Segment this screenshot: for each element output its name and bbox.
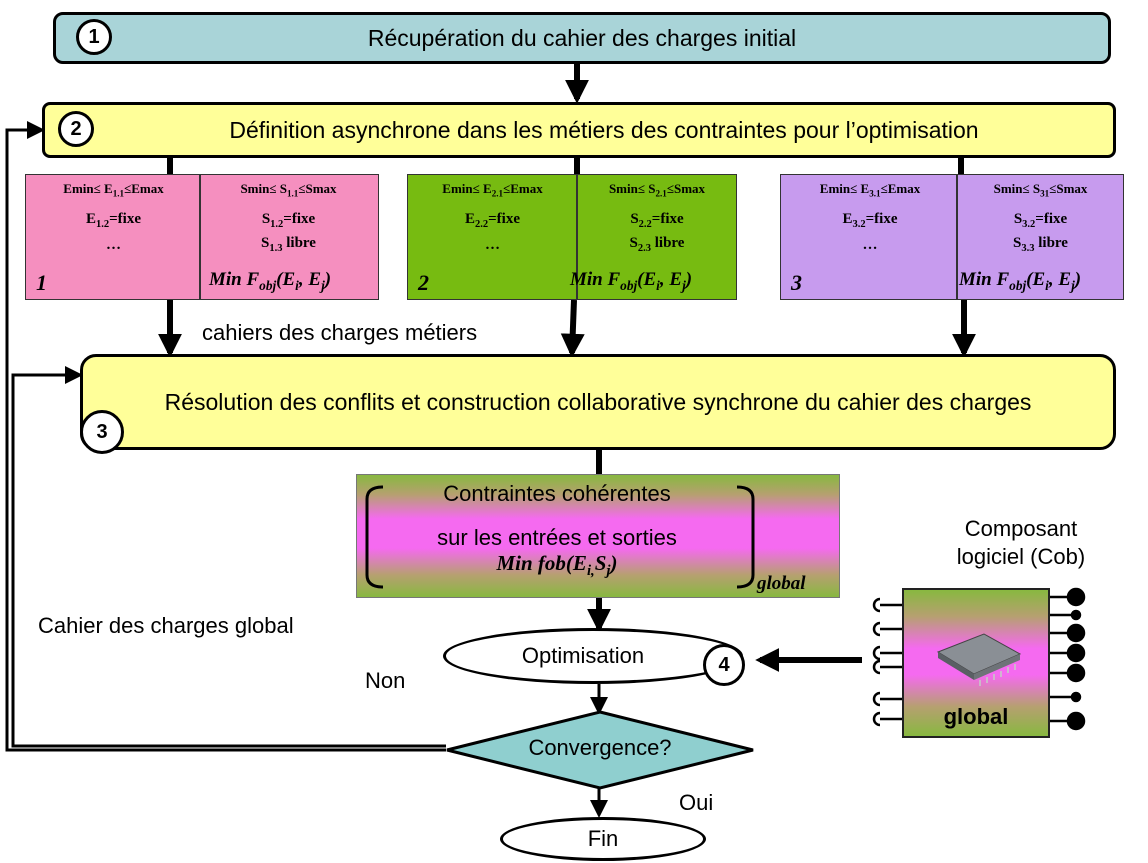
- metier2-left-line3: …: [485, 237, 500, 253]
- convergence-node: [446, 710, 754, 790]
- metier3-divider: [956, 175, 958, 299]
- non-label: Non: [365, 668, 406, 693]
- right-bracket-icon: [736, 485, 755, 589]
- convergence-label: Convergence?: [528, 735, 672, 760]
- step2-box: Définition asynchrone dans les métiers d…: [42, 102, 1116, 158]
- metier3-left-line1: Emin≤ E3.1≤Emax: [819, 181, 921, 199]
- step3-box: Résolution des conflits et construction …: [80, 354, 1116, 450]
- step3-label: Résolution des conflits et construction …: [164, 389, 1032, 415]
- metier2-right-line2: S2.2=fixe: [630, 211, 684, 230]
- metier2-divider: [576, 175, 578, 299]
- metier3-left-line2: E3.2=fixe: [842, 211, 898, 230]
- metier3-min: Min Fobj(Ei, Ej): [959, 269, 1082, 293]
- metier1-right-line2: S1.2=fixe: [261, 211, 316, 230]
- fin-node: Fin: [500, 817, 706, 861]
- metier2-number: 2: [418, 270, 429, 295]
- metier3-number: 3: [791, 270, 802, 295]
- left-bracket-icon: [365, 485, 384, 589]
- component-pins: [872, 587, 1086, 731]
- metier1-min: Min Fobj(Ei, Ej): [209, 269, 332, 293]
- step1-box: Récupération du cahier des charges initi…: [53, 12, 1111, 64]
- optimisation-label: Optimisation: [521, 643, 645, 668]
- fin-label: Fin: [587, 826, 619, 851]
- metier1-left-line2: E1.2=fixe: [85, 211, 141, 230]
- global-min: Min fob(Ei,Sj): [496, 551, 618, 580]
- global-line2: sur les entrées et sorties: [437, 525, 677, 550]
- metier2-left-line2: E2.2=fixe: [464, 211, 520, 230]
- metier2-right-line3: S2.3 libre: [629, 235, 685, 254]
- metier1-right-line3: S1.3 libre: [261, 235, 316, 254]
- step2-number: 2: [58, 111, 94, 147]
- metier1-divider: [199, 175, 201, 299]
- metier3-right-line1: Smin≤ S31≤Smax: [993, 181, 1088, 199]
- global-tag: global: [757, 573, 806, 594]
- step1-label: Récupération du cahier des charges initi…: [367, 24, 797, 51]
- cahier-global-label: Cahier des charges global: [38, 613, 294, 638]
- oui-label: Oui: [679, 790, 714, 815]
- metier2-right-line1: Smin≤ S2.1≤Smax: [608, 181, 706, 199]
- component-body: global: [902, 588, 1050, 738]
- component-label: global: [943, 704, 1009, 729]
- component-title: Composant logiciel (Cob): [956, 516, 1086, 569]
- metier3-box: Emin≤ E3.1≤Emax E3.2=fixe … Smin≤ S31≤Sm…: [780, 174, 1124, 300]
- metier2-min: Min Fobj(Ei, Ej): [570, 269, 693, 293]
- step2-label: Définition asynchrone dans les métiers d…: [229, 116, 979, 143]
- global-constraints-box: Contraintes cohérentes sur les entrées e…: [356, 474, 840, 598]
- metier1-box: Emin≤ E1.1≤Emax E1.2=fixe … Smin≤ S1.1≤S…: [25, 174, 379, 300]
- metier1-left-line1: Emin≤ E1.1≤Emax: [63, 181, 164, 199]
- metier3-right-line2: S3.2=fixe: [1013, 211, 1068, 230]
- optimisation-node: Optimisation: [443, 628, 743, 684]
- step1-number: 1: [76, 19, 112, 55]
- metier1-number: 1: [36, 270, 47, 295]
- metier2-left-line1: Emin≤ E2.1≤Emax: [442, 181, 543, 199]
- metier1-left-line3: …: [106, 237, 121, 253]
- metier2-box: Emin≤ E2.1≤Emax E2.2=fixe … Smin≤ S2.1≤S…: [407, 174, 737, 300]
- cahiers-metiers-label: cahiers des charges métiers: [202, 320, 478, 345]
- step4-number: 4: [703, 644, 745, 686]
- step3-number: 3: [80, 410, 124, 454]
- global-line1: Contraintes cohérentes: [443, 481, 671, 506]
- metier3-right-line3: S3.3 libre: [1013, 235, 1068, 254]
- metier1-right-line1: Smin≤ S1.1≤Smax: [240, 181, 337, 199]
- chip-icon: [936, 633, 1022, 686]
- metier3-left-line3: …: [862, 237, 878, 253]
